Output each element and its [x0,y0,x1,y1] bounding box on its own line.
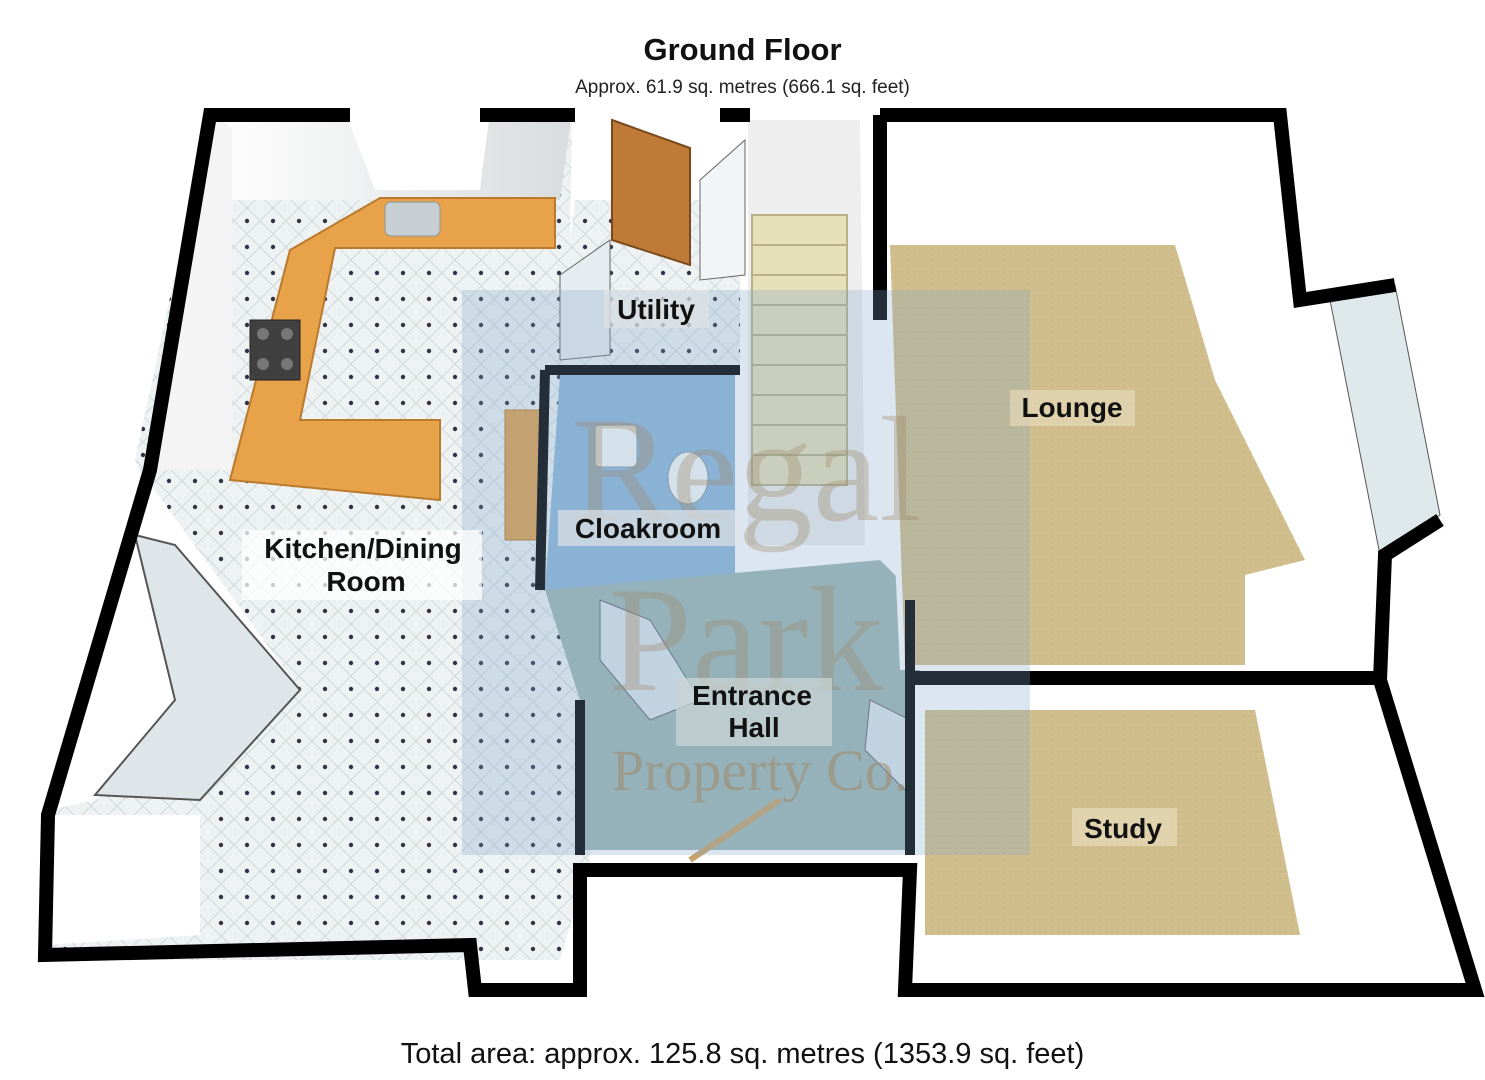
kitchen-back-wall [210,112,572,200]
interior-walls [535,365,915,855]
label-cloakroom: Cloakroom [575,513,721,544]
label-lounge: Lounge [1021,392,1122,423]
toilet [667,451,709,505]
exterior-walls [37,108,1485,997]
floor-title: Ground Floor [643,32,842,67]
lounge-room [880,120,1441,670]
kitchen-corner-wall [45,815,200,945]
front-door-threshold [688,797,782,863]
total-area-footer: Total area: approx. 125.8 sq. metres (13… [400,1038,1085,1070]
kitchen-sink [384,201,441,237]
hall-door-left [599,599,701,721]
bifold-doors [92,533,302,802]
label-study: Study [1084,813,1162,844]
watermark: Regal Park Property Co. [462,290,1030,855]
back-door [611,118,691,267]
lounge-carpet [890,245,1305,665]
label-kitchen-line2: Room [326,566,405,597]
floor-plan: Regal Park Property Co. Kitchen/Dining R… [37,108,1485,997]
label-entrance-line1: Entrance [692,680,812,711]
floor-area-subtitle: Approx. 61.9 sq. metres (666.1 sq. feet) [575,77,910,98]
watermark-panel [462,290,1030,855]
room-labels: Kitchen/Dining Room Utility Cloakroom Lo… [242,290,1177,846]
watermark-property-co: Property Co. [612,738,908,803]
utility-window [559,239,611,361]
wash-basin [594,424,638,468]
utility-door [699,138,746,281]
staircase [748,120,865,545]
label-entrance-line2: Hall [728,712,779,743]
label-utility: Utility [617,294,695,325]
kitchen-hob [249,319,301,381]
label-kitchen-line1: Kitchen/Dining [264,533,462,564]
